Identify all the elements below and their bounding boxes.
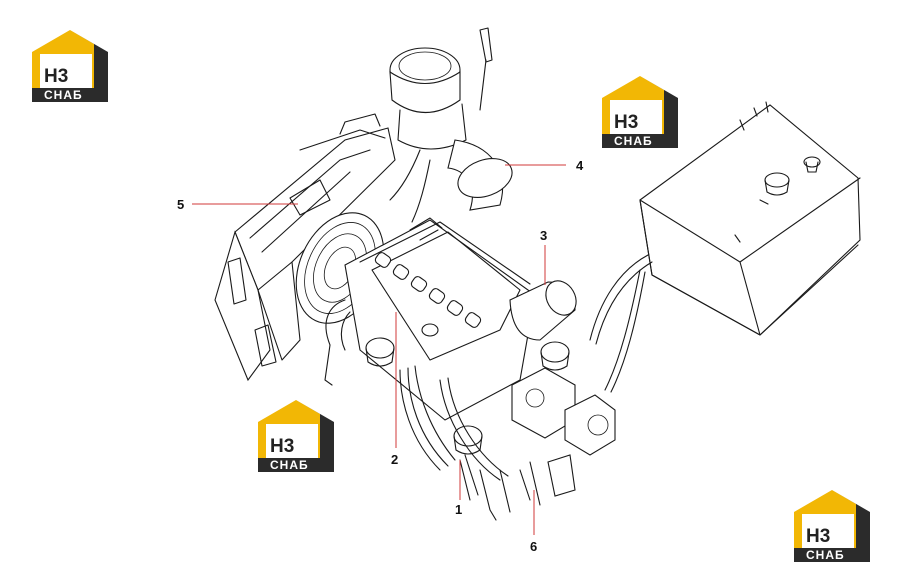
hydraulic-pump	[511, 367, 616, 506]
brand-logo: H3 СНАБ	[602, 76, 678, 148]
air-intake-pipe	[389, 139, 513, 223]
logo-bottom-text: СНАБ	[44, 88, 83, 102]
lower-components	[365, 337, 570, 455]
hydraulic-tank	[639, 101, 861, 336]
callout-labels: 1 2 3 4 5 6	[177, 158, 584, 554]
logo-bottom-text: СНАБ	[806, 548, 845, 562]
air-filter	[389, 27, 493, 150]
callout-5: 5	[177, 197, 184, 212]
logo-top-text: H3	[44, 66, 68, 87]
callout-2: 2	[391, 452, 398, 467]
logo-top-text: H3	[270, 436, 294, 457]
logo-top-text: H3	[614, 112, 638, 133]
brand-logo: H3 СНАБ	[258, 400, 334, 472]
logo-bottom-text: СНАБ	[270, 458, 309, 472]
logo-top-text: H3	[806, 526, 830, 547]
tank-hoses	[589, 254, 653, 393]
callout-6: 6	[530, 539, 537, 554]
brand-logo: H3 СНАБ	[794, 490, 870, 562]
callout-1: 1	[455, 502, 462, 517]
engine-block	[325, 217, 536, 421]
injector-row	[374, 252, 482, 328]
callout-4: 4	[576, 158, 584, 173]
brand-logo: H3 СНАБ	[32, 30, 108, 102]
leader-lines	[192, 164, 566, 535]
exhaust-muffler	[509, 280, 577, 341]
logo-bottom-text: СНАБ	[614, 134, 653, 148]
hydraulic-lines	[324, 344, 511, 521]
radiator	[214, 113, 396, 382]
callout-3: 3	[540, 228, 547, 243]
